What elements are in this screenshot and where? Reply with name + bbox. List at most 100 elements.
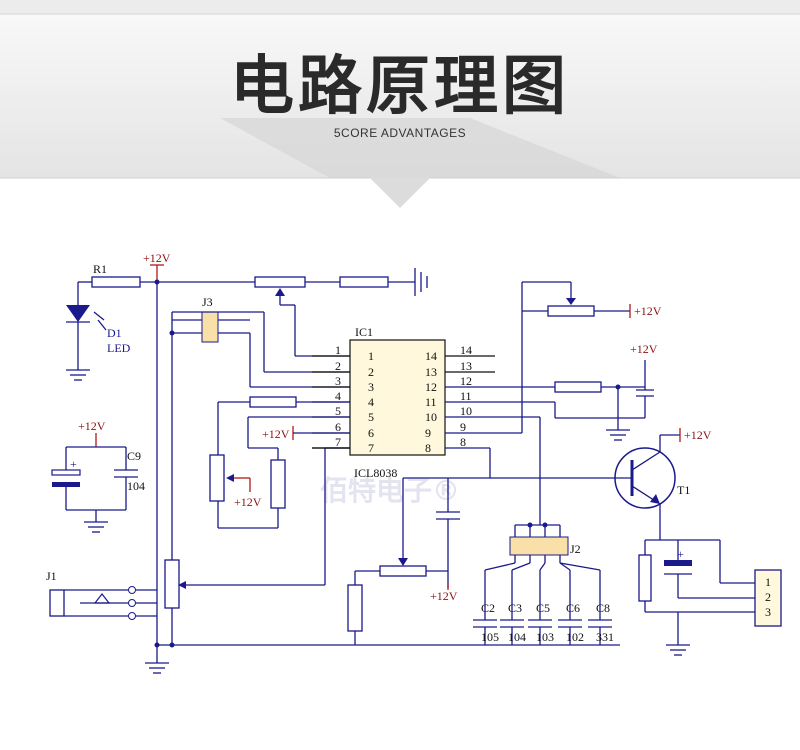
output-connector-pins: 123 xyxy=(765,575,771,619)
capacitor-value: 104 xyxy=(508,630,526,644)
vcc-label-pin6: +12V xyxy=(262,427,290,441)
icl8038-chip xyxy=(349,339,446,456)
ic-pin-number-outer: 6 xyxy=(335,420,341,434)
output-connector xyxy=(754,569,782,627)
j3-header xyxy=(201,311,219,343)
ic-pin-number-inner: 8 xyxy=(425,441,431,455)
volume-potentiometer xyxy=(164,559,180,609)
ic-part: ICL8038 xyxy=(354,466,397,480)
connector-pin-number: 2 xyxy=(765,590,771,604)
capacitor-c8: C8 331 xyxy=(588,570,614,645)
pin5-potentiometer xyxy=(209,454,225,502)
ic-pin-number-outer: 7 xyxy=(335,435,341,449)
capacitor-c2: C2 105 xyxy=(473,570,499,645)
title-banner: 电路原理图 5CORE ADVANTAGES xyxy=(0,0,800,208)
ic-pin-number-inner: 7 xyxy=(368,441,374,455)
page-subtitle: 5CORE ADVANTAGES xyxy=(334,126,466,140)
c9-value: 104 xyxy=(127,479,145,493)
ic-pin-number-inner: 5 xyxy=(368,410,374,424)
ic-ref: IC1 xyxy=(355,325,373,339)
capacitor-bank: C2 105 C3 104 C5 103 C6 102 C8 331 xyxy=(473,555,614,645)
ic-pin-number-outer: 3 xyxy=(335,374,341,388)
ground-icon xyxy=(145,662,169,674)
j2-header xyxy=(509,536,569,556)
vcc-label-right: +12V xyxy=(630,342,658,356)
j3-label: J3 xyxy=(202,295,213,309)
ic-pin-number-outer: 2 xyxy=(335,359,341,373)
capacitor-ref: C5 xyxy=(536,601,550,615)
ic-pin-number-inner: 6 xyxy=(368,426,374,440)
ic-pin-number-outer: 4 xyxy=(335,389,341,403)
ic-pin-number-inner: 3 xyxy=(368,380,374,394)
mid-potentiometer xyxy=(379,565,427,577)
ic-pin-number-outer: 10 xyxy=(460,404,472,418)
capacitor-c5: C5 103 xyxy=(528,570,554,645)
j2-label: J2 xyxy=(570,542,581,556)
led-icon xyxy=(66,305,90,322)
top-resistor xyxy=(339,276,389,288)
svg-text:+: + xyxy=(70,457,77,471)
capacitor-ref: C8 xyxy=(596,601,610,615)
ic-pin-number-outer: 12 xyxy=(460,374,472,388)
ground-icon xyxy=(606,429,630,441)
j1-label: J1 xyxy=(46,569,57,583)
vcc-label-pot: +12V xyxy=(234,495,262,509)
capacitor-ref: C3 xyxy=(508,601,522,615)
capacitor-value: 331 xyxy=(596,630,614,644)
top-potentiometer xyxy=(254,276,306,288)
pin6-resistor xyxy=(270,459,286,509)
ground-icon xyxy=(666,644,690,656)
vcc-label-c9: +12V xyxy=(78,419,106,433)
ic-pin-number-outer: 8 xyxy=(460,435,466,449)
ic-pin-number-inner: 1 xyxy=(368,349,374,363)
ic-pin-number-outer: 11 xyxy=(460,389,472,403)
mid-resistor xyxy=(347,584,363,632)
svg-text:+: + xyxy=(677,547,684,561)
vcc-label-pin9: +12V xyxy=(634,304,662,318)
output-resistor xyxy=(638,554,652,602)
capacitor-value: 103 xyxy=(536,630,554,644)
ic-pin-number-inner: 12 xyxy=(425,380,437,394)
ground-icon xyxy=(414,268,428,296)
circuit-schematic: 佰特电子® +12V R1 D1 LED xyxy=(46,251,782,674)
ground-icon xyxy=(84,521,108,533)
vcc-label-top: +12V xyxy=(143,251,171,265)
j2-legs xyxy=(484,555,601,571)
vcc-label-mid: +12V xyxy=(430,589,458,603)
ic-pin-number-outer: 5 xyxy=(335,404,341,418)
pin12-resistor xyxy=(554,381,602,393)
t1-label: T1 xyxy=(677,483,690,497)
d1-label: D1 xyxy=(107,326,122,340)
ic-pin-number-inner: 4 xyxy=(368,395,374,409)
watermark: 佰特电子® xyxy=(320,474,460,507)
ic-pin-number-outer: 9 xyxy=(460,420,466,434)
ic-pin-number-inner: 14 xyxy=(425,349,437,363)
r1-label: R1 xyxy=(93,262,107,276)
capacitor-value: 105 xyxy=(481,630,499,644)
page-title: 电路原理图 xyxy=(230,50,570,124)
r1-resistor xyxy=(91,276,141,288)
ic-pin-number-inner: 9 xyxy=(425,426,431,440)
ic-pin-number-outer: 14 xyxy=(460,343,472,357)
ic-pin-number-inner: 13 xyxy=(425,365,437,379)
capacitor-ref: C6 xyxy=(566,601,580,615)
j1-jack xyxy=(49,589,65,617)
connector-pin-number: 3 xyxy=(765,605,771,619)
capacitor-c3: C3 104 xyxy=(500,570,526,645)
ic-pin-number-outer: 13 xyxy=(460,359,472,373)
connector-pin-number: 1 xyxy=(765,575,771,589)
ground-icon xyxy=(66,369,90,381)
c9-label: C9 xyxy=(127,449,141,463)
capacitor-value: 102 xyxy=(566,630,584,644)
pin9-potentiometer xyxy=(547,305,595,317)
ic-pin-number-outer: 1 xyxy=(335,343,341,357)
ic-pin-number-inner: 2 xyxy=(368,365,374,379)
capacitor-ref: C2 xyxy=(481,601,495,615)
output-capacitor xyxy=(664,560,692,566)
pin4-resistor xyxy=(249,396,297,408)
ic-pin-number-inner: 11 xyxy=(425,395,437,409)
capacitor-c6: C6 102 xyxy=(558,570,584,645)
